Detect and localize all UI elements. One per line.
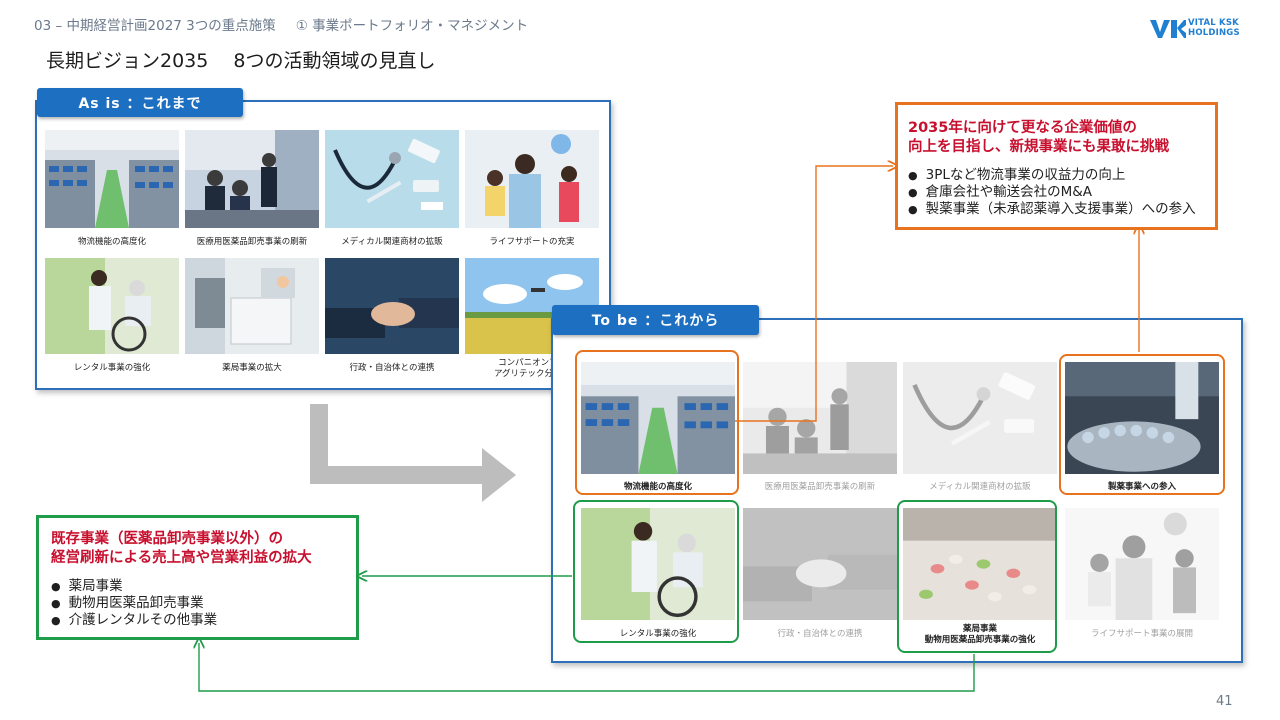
tobe-item-2-caption: 医療用医薬品卸売事業の刷新 [764, 482, 876, 492]
pharmacy-machine-photo [185, 258, 319, 354]
asis-item-4-caption: ライフサポートの充実 [489, 237, 575, 247]
page-number: 41 [1216, 694, 1233, 709]
new-business-heading-line2: 向上を目指し、新規事業にも果敢に挑戦 [908, 139, 1169, 155]
list-item: 動物用医薬品卸売事業 [51, 595, 356, 612]
tobe-item-7-caption-line2: 動物用医薬品卸売事業の強化 [924, 635, 1036, 645]
logo-text-line1: VITAL KSK [1188, 18, 1239, 28]
family-photo [465, 130, 599, 228]
business-meeting-photo [743, 362, 897, 474]
asis-item-5-caption: レンタル事業の強化 [73, 363, 151, 373]
new-business-heading-line1: 2035年に向けて更なる企業価値の [908, 120, 1137, 136]
asis-item-8-caption: コンパニオンアニ [498, 358, 566, 368]
asis-tab: As is ：これまで [37, 88, 243, 117]
asis-item-6-caption: 薬局事業の拡大 [222, 363, 282, 373]
logistics-warehouse-photo [581, 362, 735, 474]
list-item: 薬局事業 [51, 578, 356, 595]
highlight-frame-pharmacy [897, 500, 1057, 653]
tobe-item-7-caption: 薬局事業 [962, 624, 997, 634]
asis-item-1-caption: 物流機能の高度化 [77, 237, 146, 247]
existing-business-box: 既存事業（医薬品卸売事業以外）の 経営刷新による売上高や営業利益の拡大 薬局事業… [36, 515, 359, 640]
tobe-item-8-caption: ライフサポート事業の展開 [1090, 629, 1193, 639]
list-item: 製薬事業（未承認薬導入支援事業）への参入 [908, 201, 1215, 218]
logistics-warehouse-photo [45, 130, 179, 228]
list-item: 3PLなど物流事業の収益力の向上 [908, 167, 1215, 184]
business-meeting-photo [185, 130, 319, 228]
logo-mark-icon [1150, 20, 1186, 38]
list-item: 介護レンタルその他事業 [51, 612, 356, 629]
tobe-item-4-caption: 製薬事業への参入 [1107, 482, 1176, 492]
tobe-item-6-caption: 行政・自治体との連携 [777, 629, 863, 639]
tobe-item-1-caption: 物流機能の高度化 [623, 482, 692, 492]
wheelchair-care-photo [45, 258, 179, 354]
asis-item-3-caption: メディカル関連商材の拡販 [341, 237, 443, 247]
existing-business-heading-line2: 経営刷新による売上高や営業利益の拡大 [51, 550, 312, 566]
existing-business-list: 薬局事業 動物用医薬品卸売事業 介護レンタルその他事業 [51, 578, 356, 629]
medical-supplies-photo [325, 130, 459, 228]
pharma-manufacturing-photo [1065, 362, 1219, 474]
handshake-photo [325, 258, 459, 354]
tobe-tab: To be ：これから [552, 305, 759, 335]
highlight-frame-rental [573, 500, 739, 643]
asis-item-7-caption: 行政・自治体との連携 [349, 363, 435, 373]
new-business-box: 2035年に向けて更なる企業価値の 向上を目指し、新規事業にも果敢に挑戦 3PL… [895, 102, 1218, 230]
asis-panel: 物流機能の高度化 医療用医薬品卸売事業の刷新 メディカル関連商材の拡販 [35, 100, 611, 390]
tobe-panel: 物流機能の高度化 医療用医薬品卸売事業の刷新 メディカル関連商材の拡販 [551, 318, 1243, 663]
highlight-frame-pharma [1059, 354, 1225, 495]
medical-supplies-photo [903, 362, 1057, 474]
page-title: 長期ビジョン2035 8つの活動領域の見直し [46, 50, 436, 72]
family-photo [1065, 508, 1219, 620]
logo-text-line2: HOLDINGS [1188, 28, 1240, 38]
new-business-list: 3PLなど物流事業の収益力の向上 倉庫会社や輸送会社のM&A 製薬事業（未承認薬… [908, 167, 1215, 218]
wheelchair-care-photo [581, 508, 735, 620]
existing-business-heading-line1: 既存事業（医薬品卸売事業以外）の [51, 531, 283, 547]
asis-item-8-caption-line2: アグリテック分野の [493, 369, 571, 379]
transition-arrow-icon [310, 404, 516, 502]
tobe-item-5-caption: レンタル事業の強化 [619, 629, 697, 639]
breadcrumb-subsection: ① 事業ポートフォリオ・マネジメント [295, 18, 529, 34]
breadcrumb-section: 03 – 中期経営計画2027 3つの重点施策 [34, 18, 276, 34]
pills-photo [903, 508, 1057, 620]
highlight-frame-logistics [575, 350, 739, 495]
breadcrumb: 03 – 中期経営計画2027 3つの重点施策 ① 事業ポートフォリオ・マネジメン… [34, 14, 528, 34]
list-item: 倉庫会社や輸送会社のM&A [908, 184, 1215, 201]
tobe-item-3-caption: メディカル関連商材の拡販 [929, 482, 1031, 492]
company-logo: VITAL KSK HOLDINGS [1150, 18, 1248, 38]
asis-item-2-caption: 医療用医薬品卸売事業の刷新 [196, 237, 308, 247]
handshake-photo [743, 508, 897, 620]
